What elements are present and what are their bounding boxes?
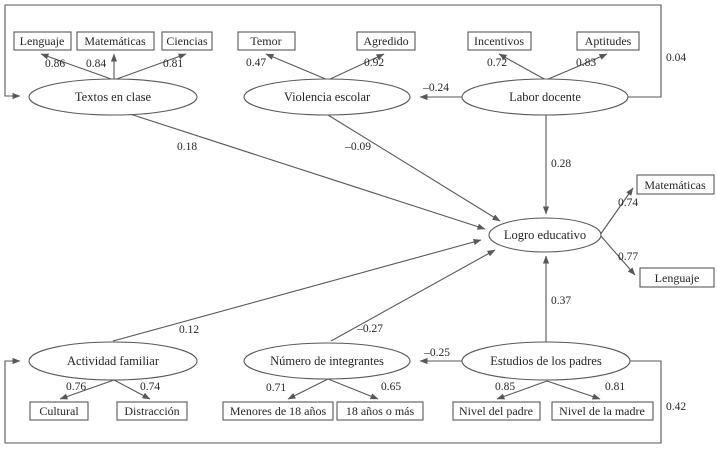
loading-arrow-estudios-nivel-madre — [546, 380, 601, 400]
loading-value-aptitudes: 0.83 — [576, 57, 596, 69]
path-coefficient-labor-to-violencia: –0.24 — [422, 82, 449, 94]
observed-label-matematicas-right: Matemáticas — [644, 178, 706, 192]
loading-value-agredido: 0.92 — [364, 57, 384, 69]
observed-box-lenguaje-top — [13, 31, 72, 51]
loading-value-ciencias: 0.81 — [163, 58, 183, 70]
observed-label-matematicas-top: Matemáticas — [84, 34, 146, 48]
observed-label-nivel-padre: Nivel del padre — [459, 404, 533, 418]
observed-label-lenguaje-top: Lenguaje — [20, 34, 65, 48]
loading-value-lenguaje-top: 0.86 — [45, 58, 65, 70]
observed-box-matematicas-right — [636, 174, 715, 195]
latent-label-logro-educativo: Logro educativo — [504, 228, 586, 242]
observed-box-mayores-18 — [336, 401, 424, 421]
latent-label-estudios-de-los-padres: Estudios de los padres — [490, 354, 602, 368]
latent-label-actividad-familiar: Actividad familiar — [67, 354, 160, 368]
observed-box-nivel-madre — [551, 401, 654, 421]
observed-label-lenguaje-right: Lenguaje — [655, 271, 700, 285]
loading-arrow-logro-matematicas — [599, 187, 634, 236]
loading-value-menores-18: 0.71 — [266, 382, 286, 394]
latent-label-textos-en-clase: Textos en clase — [75, 90, 152, 104]
path-arrow-estudios-to-actividad — [4, 357, 662, 444]
path-arrow-textos-to-logro — [129, 113, 486, 230]
loading-value-temor: 0.47 — [246, 57, 266, 69]
latent-node-textos-en-clase — [28, 78, 198, 116]
loading-arrow-logro-lenguaje — [599, 234, 636, 276]
observed-label-agredido: Agredido — [363, 34, 408, 48]
latent-label-numero-de-integrantes: Número de integrantes — [270, 354, 384, 368]
latent-node-violencia-escolar — [243, 78, 411, 116]
loading-arrow-actividad-cultural — [59, 379, 115, 400]
latent-node-actividad-familiar — [28, 341, 198, 381]
loading-arrow-violencia-agredido — [327, 53, 385, 81]
loading-value-distraccion: 0.74 — [140, 381, 160, 393]
path-coefficient-estudios-to-actividad: 0.42 — [666, 401, 686, 413]
loading-arrow-actividad-distraccion — [113, 379, 151, 400]
observed-box-lenguaje-right — [639, 267, 715, 288]
path-coefficient-labor-to-textos: 0.04 — [666, 52, 686, 64]
latent-node-estudios-de-los-padres — [461, 341, 631, 381]
observed-box-nivel-padre — [452, 401, 541, 421]
observed-label-nivel-madre: Nivel de la madre — [559, 404, 645, 418]
path-coefficient-textos-to-logro: 0.18 — [177, 141, 197, 153]
path-coefficient-violencia-to-logro: –0.09 — [344, 141, 371, 153]
loading-value-matematicas-top: 0.84 — [86, 58, 106, 70]
loading-arrow-textos-lenguaje — [40, 53, 115, 81]
observed-label-temor: Temor — [250, 34, 281, 48]
observed-label-distraccion: Distracción — [124, 404, 179, 418]
loading-arrow-integrantes-menores — [287, 378, 329, 400]
observed-box-incentivos — [467, 31, 532, 51]
observed-label-aptitudes: Aptitudes — [585, 34, 632, 48]
loading-arrow-textos-ciencias — [113, 53, 187, 81]
loading-value-nivel-madre: 0.81 — [605, 381, 625, 393]
latent-node-labor-docente — [461, 78, 629, 116]
path-arrow-actividad-to-logro — [112, 239, 482, 342]
path-coefficient-integrantes-to-logro: –0.27 — [356, 323, 383, 335]
path-arrow-violencia-to-logro — [327, 114, 501, 222]
loading-value-nivel-padre: 0.85 — [495, 381, 515, 393]
latent-label-labor-docente: Labor docente — [509, 90, 581, 104]
loading-value-lenguaje-right: 0.77 — [618, 251, 638, 263]
latent-node-numero-de-integrantes — [243, 342, 411, 380]
path-coefficient-labor-to-logro: 0.28 — [551, 158, 571, 170]
observed-box-cultural — [29, 401, 89, 421]
observed-box-aptitudes — [576, 31, 640, 51]
loading-value-incentivos: 0.72 — [487, 57, 507, 69]
observed-label-menores-18: Menores de 18 años — [230, 404, 327, 418]
observed-box-distraccion — [116, 401, 188, 421]
path-coefficient-estudios-to-integrantes: –0.25 — [423, 347, 450, 359]
loading-arrow-labor-aptitudes — [545, 53, 608, 81]
observed-label-incentivos: Incentivos — [474, 34, 524, 48]
loading-value-cultural: 0.76 — [66, 381, 86, 393]
latent-node-logro-educativo — [488, 217, 602, 253]
loading-arrow-integrantes-mayores — [327, 378, 379, 400]
observed-label-mayores-18: 18 años o más — [346, 404, 415, 418]
loading-arrow-estudios-nivel-padre — [496, 380, 548, 400]
observed-label-cultural: Cultural — [39, 404, 79, 418]
observed-box-ciencias — [161, 31, 213, 51]
loading-value-mayores-18: 0.65 — [381, 381, 401, 393]
path-coefficient-estudios-to-logro: 0.37 — [551, 295, 571, 307]
observed-box-agredido — [356, 31, 416, 51]
observed-label-ciencias: Ciencias — [166, 34, 208, 48]
observed-box-temor — [237, 31, 296, 51]
path-arrow-labor-to-textos — [4, 4, 662, 100]
loading-arrow-violencia-temor — [265, 53, 329, 81]
latent-label-violencia-escolar: Violencia escolar — [284, 90, 371, 104]
observed-box-matematicas-top — [76, 31, 155, 51]
path-arrow-integrantes-to-logro — [330, 249, 496, 342]
observed-box-menores-18 — [222, 401, 334, 421]
loading-arrow-labor-incentivos — [498, 53, 547, 81]
path-coefficient-actividad-to-logro: 0.12 — [179, 324, 199, 336]
loading-value-matematicas-right: 0.74 — [618, 197, 638, 209]
